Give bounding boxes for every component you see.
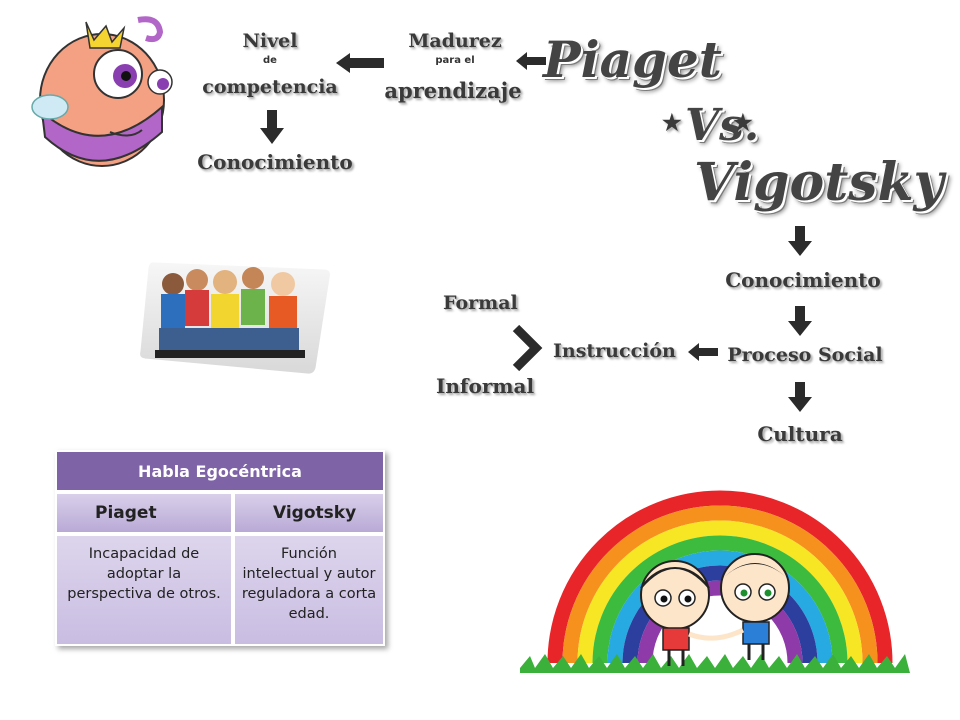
label-madurez: Madurez <box>408 30 502 52</box>
children-photo <box>137 259 333 377</box>
label-proceso-social: Proceso Social <box>727 344 883 366</box>
column-header-piaget: Piaget <box>55 492 233 534</box>
label-nivel: Nivel <box>242 30 298 52</box>
title-vigotsky: Vigotsky <box>694 152 944 213</box>
label-informal: Informal <box>436 374 535 398</box>
bracket-chevron-icon <box>512 324 543 372</box>
rainbow-children-illustration <box>520 490 910 673</box>
star-icon: ★ <box>733 110 753 136</box>
arrow-left-icon <box>516 52 546 70</box>
arrow-down-icon <box>788 382 812 412</box>
fairy-character-illustration <box>31 16 173 167</box>
table-cell: Incapacidad de adoptar la perspectiva de… <box>55 534 233 646</box>
arrow-down-icon <box>788 226 812 256</box>
arrow-down-icon <box>788 306 812 336</box>
label-aprendizaje: aprendizaje <box>384 78 522 103</box>
arrow-down-icon <box>260 110 284 144</box>
label-vigotsky-conocimiento: Conocimiento <box>725 268 881 292</box>
label-competencia: competencia <box>202 76 338 98</box>
arrow-left-icon <box>688 343 718 361</box>
label-formal: Formal <box>443 292 518 314</box>
table-cell: Función intelectual y autor reguladora a… <box>233 534 385 646</box>
label-de: de <box>263 55 277 66</box>
label-cultura: Cultura <box>757 422 843 446</box>
label-instruccion: Instrucción <box>553 340 676 362</box>
table-row: Incapacidad de adoptar la perspectiva de… <box>55 534 385 646</box>
title-vs: Vs. <box>685 100 760 151</box>
column-header-vigotsky: Vigotsky <box>233 492 385 534</box>
habla-egocentrica-table: Habla Egocéntrica Piaget Vigotsky Incapa… <box>55 450 385 646</box>
label-para-el: para el <box>435 55 475 66</box>
table-title: Habla Egocéntrica <box>55 450 385 492</box>
star-icon: ★ <box>662 110 682 136</box>
arrow-left-icon <box>336 53 384 73</box>
label-piaget-conocimiento: Conocimiento <box>197 150 353 174</box>
title-piaget: Piaget <box>543 30 722 89</box>
